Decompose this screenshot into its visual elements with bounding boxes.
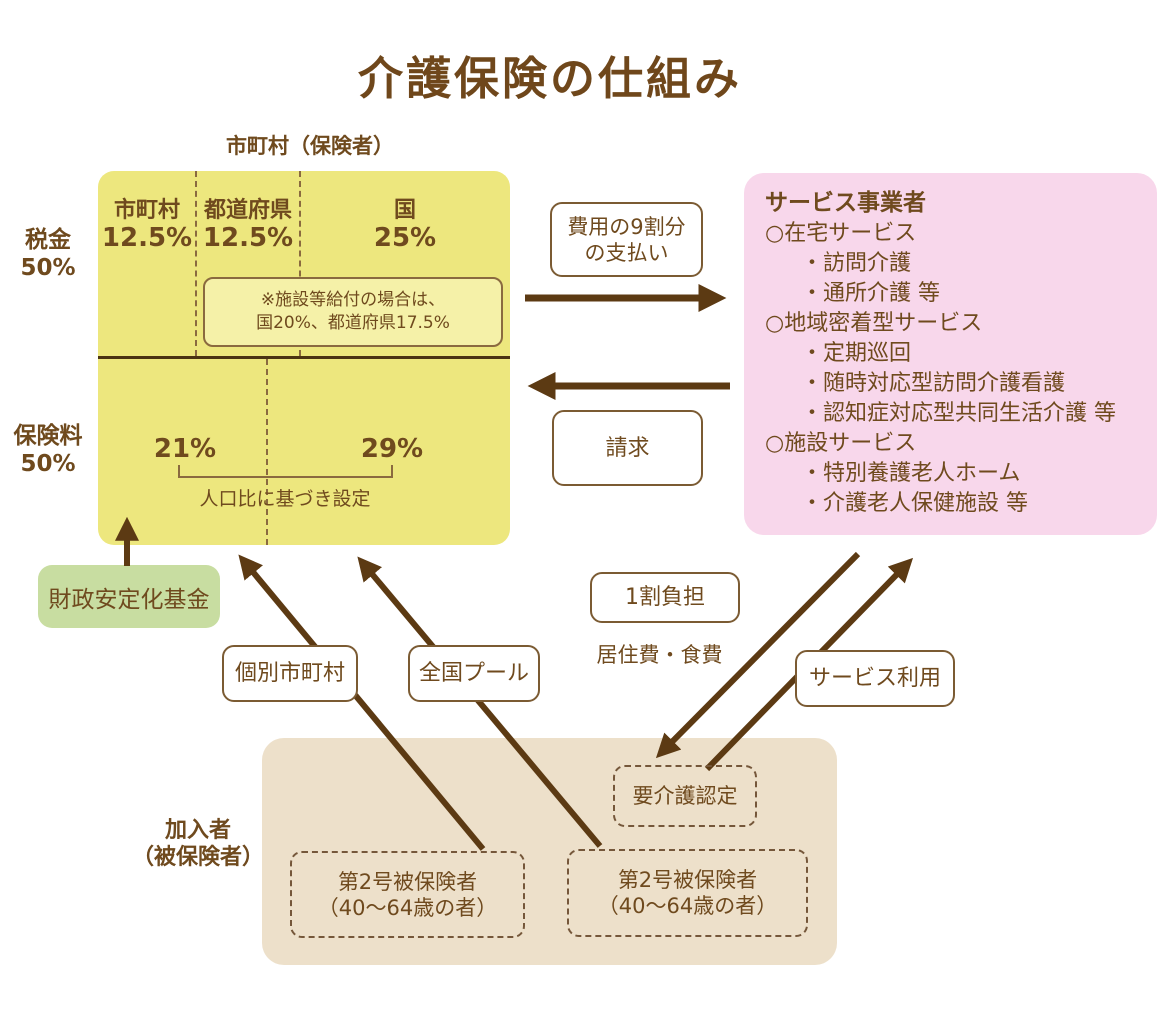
tax-column-prefecture: 都道府県 12.5% [196, 198, 300, 253]
column-divider-dashed [195, 171, 197, 356]
tax-column-name: 国 [393, 198, 416, 223]
provider-service-line: ・通所介護 等 [801, 281, 940, 306]
insured-box-right: 第2号被保険者 （40～64歳の者） [567, 849, 808, 937]
service-use-label-box: サービス利用 [795, 650, 955, 707]
tax-premium-divider-line [98, 356, 510, 359]
provider-service-line: ○地域密着型サービス [765, 311, 983, 336]
funding-box: 市町村 12.5% 都道府県 12.5% 国 25% ※施設等給付の場合は、 国… [98, 171, 510, 545]
premium-share-line2: 50% [20, 450, 76, 477]
facility-benefit-note: ※施設等給付の場合は、 国20%、都道府県17.5% [203, 277, 503, 347]
service-provider-title: サービス事業者 [765, 190, 926, 216]
insured-right-line1: 第2号被保険者 [617, 868, 758, 892]
tax-column-name: 市町村 [113, 198, 180, 223]
premium-pct-right: 29% [360, 434, 424, 464]
note-line1: ※施設等給付の場合は、 [260, 290, 446, 310]
premium-note: 人口比に基づき設定 [199, 488, 371, 510]
provider-service-line: ○在宅サービス [765, 221, 917, 246]
insurer-label: 市町村（保険者） [226, 134, 394, 158]
tax-share-label: 税金 50% [6, 227, 90, 282]
premium-share-line1: 保険料 [13, 423, 83, 449]
payment-label-box: 費用の9割分 の支払い [550, 202, 703, 277]
page-title: 介護保険の仕組み [357, 52, 742, 105]
copayment-label-box: 1割負担 [590, 572, 740, 623]
provider-service-line: ・定期巡回 [801, 341, 912, 366]
tax-column-national: 国 25% [300, 198, 510, 253]
column-divider-dashed [299, 171, 301, 356]
provider-service-line: ・認知症対応型共同生活介護 等 [801, 401, 1116, 426]
members-label-line2: （被保険者） [131, 845, 264, 870]
tax-column-municipality: 市町村 12.5% [98, 198, 196, 253]
payment-line1: 費用の9割分 [567, 214, 686, 239]
provider-service-line: ・介護老人保健施設 等 [801, 491, 1028, 516]
premium-pct-left: 21% [153, 434, 217, 464]
service-provider-list: ○在宅サービス・訪問介護・通所介護 等 ○地域密着型サービス・定期巡回・随時対応型… [765, 219, 1157, 519]
living-food-label: 居住費・食費 [596, 643, 723, 667]
individual-municipality-label-box: 個別市町村 [222, 645, 358, 702]
premium-bracket [178, 465, 393, 478]
tax-column-pct: 25% [373, 223, 437, 253]
tax-column-pct: 12.5% [202, 223, 294, 253]
premium-share-label: 保険料 50% [2, 423, 94, 478]
provider-service-line: ・特別養護老人ホーム [801, 461, 1021, 486]
provider-service-line: ○施設サービス [765, 431, 917, 456]
insured-left-line1: 第2号被保険者 [337, 869, 478, 894]
insured-right-line2: （40～64歳の者） [597, 894, 778, 918]
stabilization-fund-box: 財政安定化基金 [38, 565, 220, 628]
certification-box: 要介護認定 [613, 765, 757, 827]
note-line2: 国20%、都道府県17.5% [256, 313, 450, 333]
national-pool-label-box: 全国プール [408, 645, 540, 702]
members-label: 加入者 （被保険者） [128, 817, 268, 871]
insured-left-line2: （40～64歳の者） [317, 895, 498, 920]
members-label-line1: 加入者 [164, 818, 231, 843]
billing-label-box: 請求 [552, 410, 703, 486]
premium-divider-dashed [266, 359, 268, 545]
tax-column-name: 都道府県 [203, 198, 292, 223]
service-provider-box: サービス事業者 ○在宅サービス・訪問介護・通所介護 等 ○地域密着型サービス・定期… [744, 173, 1157, 535]
provider-service-line: ・随時対応型訪問介護看護 [801, 371, 1066, 396]
tax-column-pct: 12.5% [101, 223, 193, 253]
tax-share-line1: 税金 [25, 227, 71, 253]
payment-line2: の支払い [584, 240, 669, 265]
tax-share-line2: 50% [20, 254, 76, 281]
insured-box-left: 第2号被保険者 （40～64歳の者） [290, 851, 525, 938]
provider-service-line: ・訪問介護 [801, 251, 912, 276]
